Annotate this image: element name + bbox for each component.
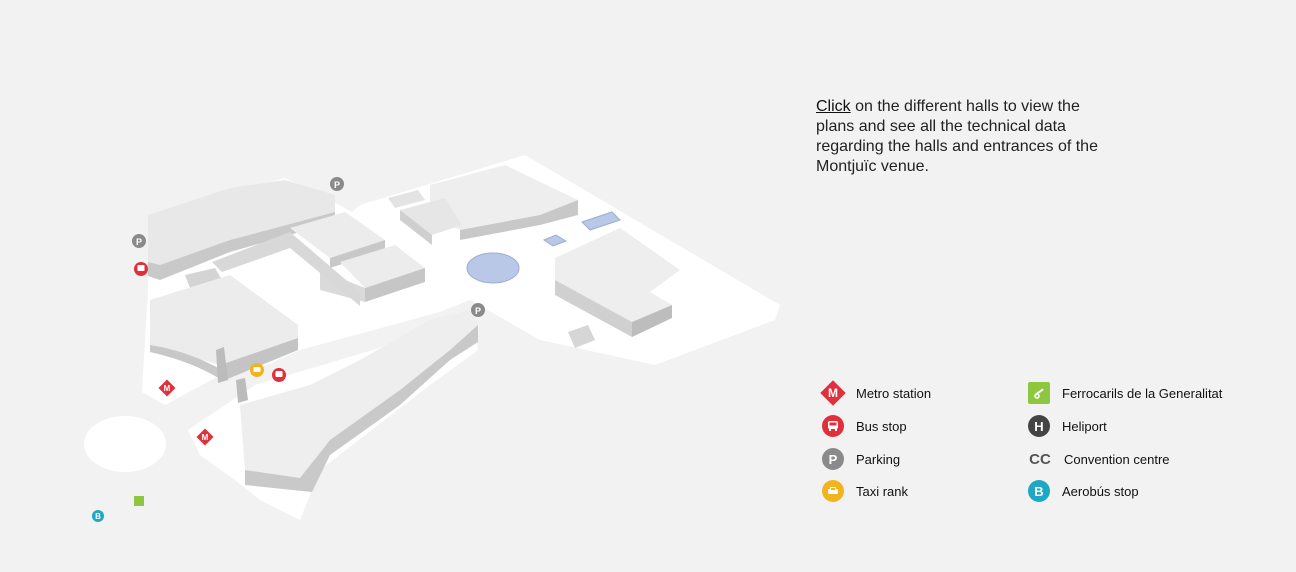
legend-label: Metro station xyxy=(856,385,932,401)
click-link[interactable]: Click xyxy=(816,98,851,115)
parking-icon: P xyxy=(822,448,844,470)
legend-label: Ferrocarils de la Generalitat xyxy=(1062,385,1223,401)
hall-west-ring[interactable] xyxy=(150,232,360,380)
bus-marker-1[interactable] xyxy=(134,262,148,276)
legend-item-fgc: Ferrocarils de la Generalitat xyxy=(1028,382,1222,404)
metro-icon: M xyxy=(820,380,846,406)
hall-central-west[interactable] xyxy=(290,212,425,302)
legend-item-metro: M Metro station xyxy=(820,380,932,406)
parking-marker-label: P xyxy=(136,237,142,247)
metro-marker-label: M xyxy=(202,433,209,442)
taxi-marker[interactable] xyxy=(250,363,264,377)
bus-icon xyxy=(822,415,844,437)
fgc-icon xyxy=(1028,382,1050,404)
legend-label: Convention centre xyxy=(1064,451,1170,467)
parking-marker-1[interactable]: P xyxy=(330,177,344,191)
taxi-icon xyxy=(822,480,844,502)
legend-item-taxi: Taxi rank xyxy=(822,480,908,502)
heliport-icon: H xyxy=(1028,415,1050,437)
intro-text: Click on the different halls to view the… xyxy=(816,97,1106,177)
aerobus-marker-label: B xyxy=(95,512,101,521)
fountain-small-1 xyxy=(581,211,621,231)
ground-roundabout xyxy=(84,416,166,472)
hall-northwest[interactable] xyxy=(148,180,335,288)
aerobus-marker[interactable]: B xyxy=(92,510,104,522)
metro-marker-2[interactable]: M xyxy=(196,428,214,446)
metro-marker-1[interactable]: M xyxy=(158,379,176,397)
fountain-small-2 xyxy=(542,234,568,247)
legend-item-aerobus: B Aerobús stop xyxy=(1028,480,1139,502)
magic-fountain[interactable] xyxy=(466,252,520,284)
legend-label: Taxi rank xyxy=(856,483,909,499)
hall-east[interactable] xyxy=(555,228,680,348)
parking-marker-2[interactable]: P xyxy=(132,234,146,248)
legend-label: Heliport xyxy=(1062,418,1107,434)
bus-marker-2[interactable] xyxy=(272,368,286,382)
intro-body: on the different halls to view the plans… xyxy=(816,98,1098,175)
venue-map: P P P M M B xyxy=(84,155,780,522)
parking-marker-label: P xyxy=(475,306,481,316)
legend-label: Parking xyxy=(856,451,901,467)
legend-item-heliport: H Heliport xyxy=(1028,415,1107,437)
hall-south[interactable] xyxy=(216,310,478,492)
parking-marker-label: P xyxy=(334,180,340,190)
legend-label: Bus stop xyxy=(856,418,907,434)
fgc-marker[interactable] xyxy=(134,496,144,506)
map-legend: M Metro station Bus stop P Parking Taxi … xyxy=(820,380,1262,512)
parking-marker-3[interactable]: P xyxy=(471,303,485,317)
hall-north-east[interactable] xyxy=(388,165,578,245)
metro-marker-label: M xyxy=(164,384,171,393)
legend-item-bus: Bus stop xyxy=(822,415,907,437)
legend-item-parking: P Parking xyxy=(822,448,900,470)
convention-icon: CC xyxy=(1029,450,1051,468)
legend-item-convention: CC Convention centre xyxy=(1028,448,1170,470)
aerobus-icon: B xyxy=(1028,480,1050,502)
legend-label: Aerobús stop xyxy=(1062,483,1139,499)
